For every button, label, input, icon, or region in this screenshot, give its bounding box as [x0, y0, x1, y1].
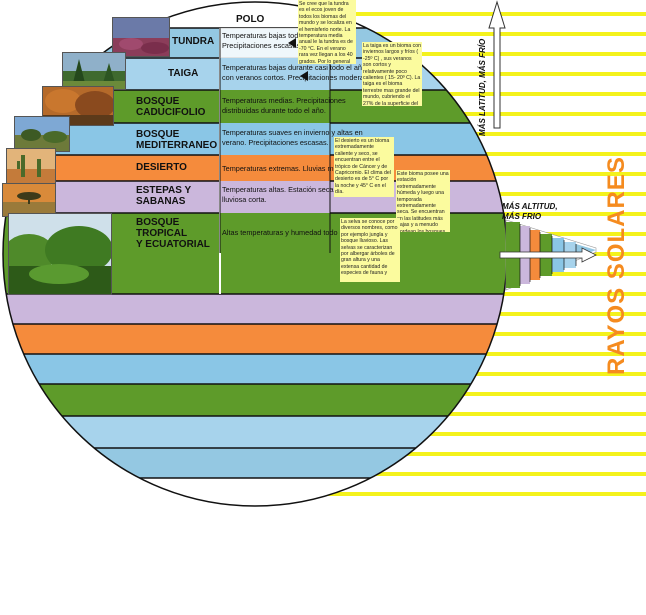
tundra-photo — [112, 17, 170, 57]
title-polo: POLO — [236, 14, 265, 25]
sun-ray — [315, 12, 646, 16]
biome-name-tundra: TUNDRA — [172, 36, 215, 47]
sun-ray — [423, 432, 646, 436]
sun-ray — [453, 112, 646, 116]
sun-ray — [484, 332, 646, 336]
sun-ray — [455, 392, 646, 396]
sun-ray — [477, 352, 646, 356]
label-mas-latitud: MÁS LATITUD, MÁS FRÍO — [478, 38, 487, 136]
biome-name-caducifolio: BOSQUE CADUCIFOLIO — [136, 96, 206, 118]
latitude-arrow — [488, 0, 506, 129]
biome-name-desierto: DESIERTO — [136, 162, 187, 173]
label-mas-altitud: MÁS ALTITUD, MÁS FRIO — [502, 202, 558, 221]
sun-ray — [475, 152, 646, 156]
sun-ray — [494, 292, 646, 296]
biome-name-taiga: TAIGA — [168, 68, 199, 79]
biome-name-tropical: BOSQUE TROPICAL Y ECUATORIAL — [136, 217, 210, 250]
sun-ray — [493, 212, 646, 216]
taiga-photo — [62, 52, 126, 90]
sun-rays — [315, 12, 646, 496]
sun-ray — [371, 472, 646, 476]
biome-desc-caducifolio: Temperaturas medias. Precipitaciones dis… — [222, 96, 346, 115]
desierto-photo — [6, 148, 56, 184]
sun-ray — [489, 192, 646, 196]
sun-ray — [327, 492, 646, 496]
biome-name-estepas: ESTEPAS Y SABANAS — [136, 185, 192, 207]
note-taiga: La taiga es un bioma con inviernos largo… — [362, 42, 422, 106]
note-tropical: La selva se conoce por diversos nombres,… — [340, 218, 400, 282]
sun-ray — [400, 452, 646, 456]
note-estepas: Este bioma posee una estación extremadam… — [396, 170, 450, 232]
estepas-photo — [2, 183, 56, 217]
sun-ray — [419, 72, 646, 76]
biome-name-mediterraneo: BOSQUE MEDITERRANEO — [136, 129, 218, 151]
sun-ray — [465, 132, 646, 136]
sun-ray — [438, 92, 646, 96]
tropical-photo — [8, 213, 112, 295]
biome-desc-taiga: Temperaturas bajas durante casi todo el … — [222, 63, 373, 82]
label-rayos-solares: RAYOS SOLARES — [603, 156, 643, 615]
rayos-solares-text: RAYOS SOLARES — [603, 156, 630, 375]
altitude-mountain — [499, 219, 597, 291]
sun-ray — [483, 172, 646, 176]
sun-ray — [496, 232, 646, 236]
sun-ray — [496, 272, 646, 276]
mediterraneo-photo — [14, 116, 70, 152]
note-desierto: El desierto es un bioma extremadamente c… — [334, 137, 394, 197]
note-tundra: Se cree que la tundra es el ecos joven d… — [298, 0, 356, 64]
biome-desc-mediterraneo: Temperaturas suaves en invierno y altas … — [222, 128, 363, 147]
sun-ray — [490, 312, 646, 316]
sun-ray — [395, 52, 646, 56]
sun-ray — [364, 32, 646, 36]
sun-ray — [467, 372, 646, 376]
sun-ray — [441, 412, 646, 416]
